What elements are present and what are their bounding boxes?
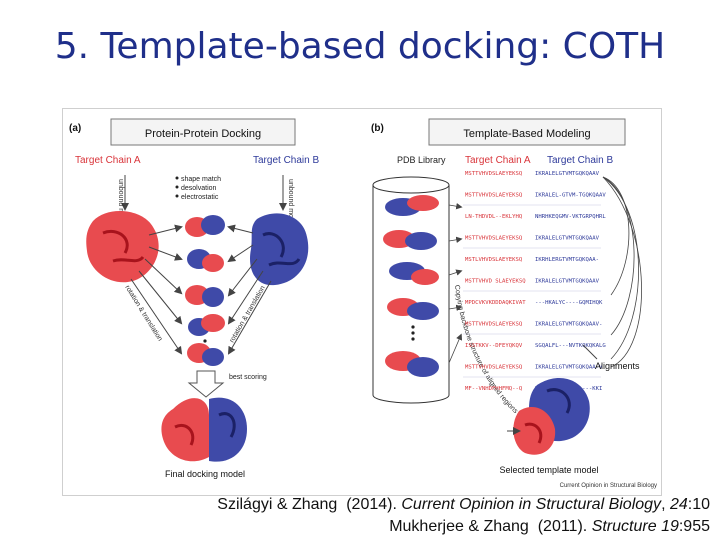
figure-panel: (a) Protein-Protein Docking Target Chain… xyxy=(60,104,662,496)
alignment-seq-b: IKRALEL-GTVM-TGQKQAAV xyxy=(535,193,606,199)
chain-b-unbound-protein xyxy=(250,213,309,286)
citation-1-authors: Szilágyi & Zhang xyxy=(217,496,338,513)
criteria-list: shape match desolvation electrostatic xyxy=(175,176,221,201)
slide-title: 5. Template-based docking: COTH xyxy=(54,26,666,67)
alignments-label: Alignments xyxy=(595,361,640,371)
selected-template-model xyxy=(513,378,590,455)
criteria-electrostatic: electrostatic xyxy=(181,194,219,201)
citation-2-journal: Structure xyxy=(591,518,657,535)
alignment-seq-b: IKRHLERGTVMTGQKQAA- xyxy=(535,257,599,263)
pose-3 xyxy=(185,285,224,307)
panel-b-header-text: Template-Based Modeling xyxy=(463,128,590,140)
alignment-seq-a: MSTTVHVD SLAEYEKSQ xyxy=(465,279,526,285)
panel-b-chain-b-label: Target Chain B xyxy=(547,155,613,166)
citation-2-year: (2011). xyxy=(537,518,588,535)
figure-diagram: (a) Protein-Protein Docking Target Chain… xyxy=(60,104,657,489)
rotation-arrows-b xyxy=(227,224,272,355)
alignment-seq-b: IKRALELGTVMTGQKQAAV xyxy=(535,171,600,177)
selected-template-label: Selected template model xyxy=(499,465,598,475)
alignment-seq-a: MSTTVHVDSLAEYEKSQ xyxy=(465,193,523,199)
panel-a-chain-a-label: Target Chain A xyxy=(75,155,141,166)
alignment-seq-a: MSTLVHVDSLAEYEKSQ xyxy=(465,257,523,263)
alignment-connectors xyxy=(448,176,642,368)
alignment-seq-a: MSTTVHVDSLAEYEKSQ xyxy=(465,171,523,177)
citation-2-pages: :955 xyxy=(678,518,710,535)
best-scoring-label: best scoring xyxy=(229,374,267,381)
panel-a-header: Protein-Protein Docking xyxy=(110,118,296,146)
alignments-pointer xyxy=(582,344,598,360)
alignment-seq-b: IKRALELGTVMTGQKQAAV- xyxy=(535,322,602,328)
panel-b-label: (b) xyxy=(371,123,384,134)
rotation-arrows-a xyxy=(130,224,183,355)
citation-2: Mukherjee & Zhang (2011). Structure 19:9… xyxy=(389,518,710,536)
citation-2-authors: Mukherjee & Zhang xyxy=(389,518,529,535)
alignment-seq-b: IKRALELGTVMTGQKQAAV xyxy=(535,279,600,285)
alignment-seq-a: MPDCVKVKDDDAQKIVAT xyxy=(465,300,526,306)
final-docking-complex xyxy=(161,397,247,462)
panel-a-label: (a) xyxy=(69,123,81,134)
panel-b-chain-a-label: Target Chain A xyxy=(465,155,531,166)
template-structures xyxy=(383,195,439,377)
criteria-desolvation: desolvation xyxy=(181,185,217,192)
best-scoring-arrow xyxy=(187,370,225,398)
unbound-a-label: unbound model xyxy=(117,179,124,228)
panel-a-chain-b-label: Target Chain B xyxy=(253,155,319,166)
alignment-seq-a: MSTTVHVDSLAEYEKSQ xyxy=(465,236,523,242)
alignment-seq-a: LN-THDVDL--EKLYHQ xyxy=(465,214,523,220)
pdb-library-cylinder xyxy=(372,176,450,404)
unbound-b-label: unbound model xyxy=(287,179,294,228)
citation-1: Szilágyi & Zhang (2014). Current Opinion… xyxy=(217,496,710,513)
alignment-seq-b: NHRHKEQGMV-VKTGRPQHRL xyxy=(535,214,606,220)
alignment-seq-b: IKRALELGTVMTGQKQAA-V xyxy=(535,365,603,371)
citation-1-volume: 24 xyxy=(669,496,688,513)
citation-1-journal: Current Opinion in Structural Biology xyxy=(401,496,662,513)
pose-4 xyxy=(188,314,225,336)
final-docking-label: Final docking model xyxy=(165,469,245,479)
alignment-seq-b: IKRALELGTVMTGQKQAAV xyxy=(535,236,600,242)
alignment-seq-a: MSTTVHVDSLAEYEKSQ xyxy=(465,322,523,328)
alignment-seq-b: ---HKALYC----GQMIHQK xyxy=(535,300,603,306)
panel-a-header-text: Protein-Protein Docking xyxy=(145,128,261,140)
chain-a-unbound-protein xyxy=(86,210,159,283)
alignment-seq-a: ISSTKKV--DFEYQKQV xyxy=(465,343,523,349)
citation-2-volume: 19 xyxy=(661,518,679,535)
pose-2 xyxy=(187,249,224,272)
pose-9 xyxy=(187,343,224,366)
criteria-shape: shape match xyxy=(181,176,221,183)
alignment-seq-a: MSTTVHVDSLAEYEKSQ xyxy=(465,365,523,371)
citation-1-pages: :10 xyxy=(687,496,710,513)
alignment-seq-a: MF--VNHDFHHFMQ--Q xyxy=(465,386,523,392)
panel-b-header: Template-Based Modeling xyxy=(428,118,626,146)
pdb-library-label: PDB Library xyxy=(397,155,446,165)
pose-1 xyxy=(185,215,225,237)
citation-1-year: (2014). xyxy=(346,496,397,513)
credit-label: Current Opinion in Structural Biology xyxy=(560,483,657,489)
alignment-block: MSTTVHVDSLAEYEKSQ IKRALELGTVMTGQKQAAV MSTT… xyxy=(463,171,606,392)
alignment-seq-b: SGQALFL---NVTKQKQKALG xyxy=(535,343,606,349)
